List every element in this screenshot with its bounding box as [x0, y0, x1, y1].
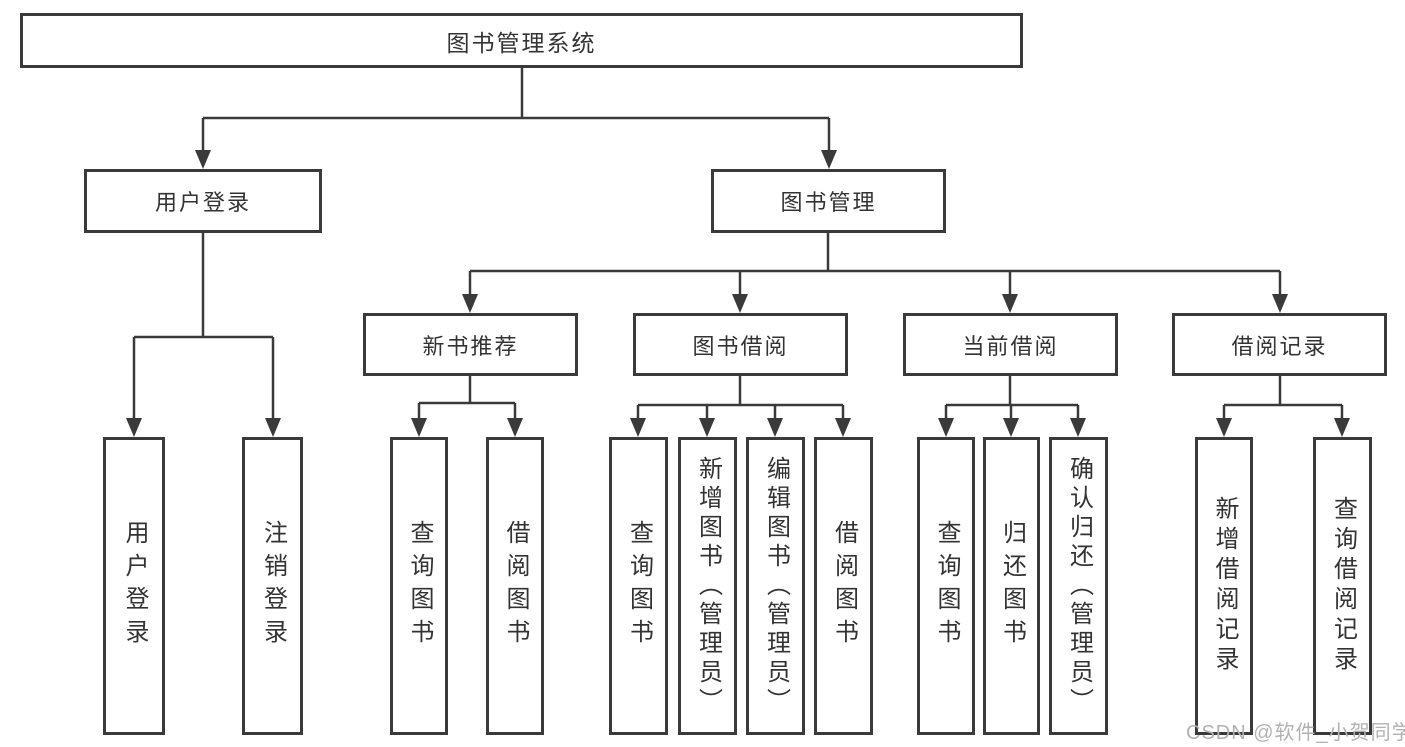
node-label: 新书推荐 [422, 333, 519, 359]
node-new-book-recommend: 新书推荐 [363, 313, 578, 376]
leaf-label: 查询图书 [933, 520, 960, 652]
node-label: 图书借阅 [692, 333, 789, 359]
leaf-cb-return-books: 归还图书 [983, 437, 1040, 735]
root-label: 图书管理系统 [446, 29, 597, 56]
connector-records-to-leaves [1222, 376, 1344, 423]
leaf-label: 新增借阅记录 [1211, 496, 1238, 676]
leaf-logout: 注销登录 [242, 437, 303, 735]
node-borrow-records: 借阅记录 [1172, 313, 1387, 376]
leaf-br-query-record: 查询借阅记录 [1313, 437, 1372, 735]
leaf-label: 借阅图书 [502, 520, 529, 652]
leaf-label: 查询借阅记录 [1329, 496, 1357, 676]
connector-bookborrow-to-leaves [636, 376, 845, 423]
connector-root-to-level2 [201, 68, 831, 155]
leaf-label: 借阅图书 [830, 520, 858, 652]
node-current-borrow: 当前借阅 [903, 313, 1118, 376]
leaf-br-add-record: 新增借阅记录 [1195, 437, 1253, 735]
node-label: 当前借阅 [962, 333, 1059, 359]
node-book-borrow: 图书借阅 [633, 313, 848, 376]
leaf-nb-query-books: 查询图书 [390, 437, 448, 735]
connector-bookmgmt-to-level3 [468, 233, 1282, 299]
leaf-label: 用户登录 [121, 520, 148, 652]
leaf-label: 新增图书（管理员） [694, 455, 722, 717]
csdn-watermark: CSDN @软件_小贺同学 [1186, 722, 1405, 744]
leaf-label: 查询图书 [406, 520, 433, 652]
node-root: 图书管理系统 [20, 13, 1023, 68]
connector-currentborrow-to-leaves [944, 376, 1080, 423]
leaf-label: 归还图书 [998, 520, 1026, 652]
node-user-login: 用户登录 [84, 169, 322, 233]
node-label: 用户登录 [154, 190, 251, 215]
leaf-label: 编辑图书（管理员） [762, 455, 790, 717]
connector-userlogin-to-leaves [132, 233, 275, 423]
leaf-label: 查询图书 [625, 520, 653, 652]
leaf-bb-edit-books-admin: 编辑图书（管理员） [746, 437, 805, 735]
leaf-cb-confirm-return-admin: 确认归还（管理员） [1049, 437, 1108, 735]
leaf-bb-add-books-admin: 新增图书（管理员） [678, 437, 737, 735]
leaf-label: 注销登录 [259, 520, 287, 652]
leaf-label: 确认归还（管理员） [1065, 455, 1093, 717]
node-label: 图书管理 [780, 190, 877, 215]
arrowheads [126, 150, 1350, 437]
leaf-bb-query-books: 查询图书 [609, 437, 668, 735]
leaf-cb-query-books: 查询图书 [917, 437, 975, 735]
leaf-nb-borrow-books: 借阅图书 [486, 437, 544, 735]
leaf-user-login: 用户登录 [103, 437, 165, 735]
leaf-bb-borrow-books: 借阅图书 [814, 437, 873, 735]
node-book-management: 图书管理 [711, 169, 946, 233]
node-label: 借阅记录 [1231, 333, 1328, 359]
connector-newbook-to-leaves [417, 376, 517, 423]
